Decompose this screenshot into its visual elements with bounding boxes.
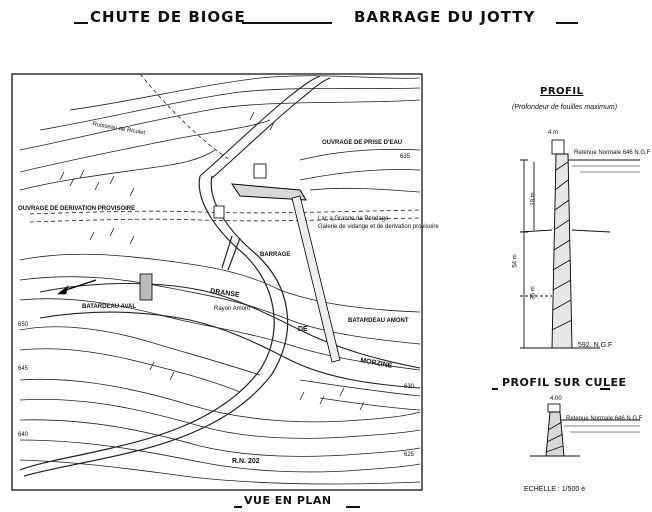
dam-body bbox=[231, 183, 307, 201]
contour-label: 650 bbox=[18, 322, 29, 328]
dashed-line bbox=[139, 73, 231, 161]
contour-line bbox=[19, 149, 216, 191]
header-right-title: BARRAGE DU JOTTY bbox=[354, 8, 536, 26]
contour-line bbox=[19, 326, 261, 376]
contour-line bbox=[19, 253, 421, 313]
culee-top: 4.00 bbox=[550, 396, 562, 402]
header-rule-right bbox=[556, 22, 578, 24]
scale-label: ECHELLE : 1/500 è bbox=[524, 486, 586, 493]
profil-retenue: Retenue Normale 646 N.G.F bbox=[574, 150, 651, 156]
label-vidange-1: Galerie de vidange et de derivation prov… bbox=[318, 224, 439, 230]
label-de: DE bbox=[298, 326, 308, 333]
batardeau-amont-shape bbox=[291, 195, 341, 363]
culee-section bbox=[545, 411, 565, 457]
culee-title: PROFIL SUR CULEE bbox=[502, 376, 627, 389]
view-title-rule-left bbox=[234, 506, 242, 508]
intake-structure bbox=[253, 163, 267, 179]
channel-line bbox=[221, 235, 233, 269]
road-line bbox=[23, 175, 289, 477]
view-title-rule-right bbox=[346, 506, 360, 508]
contour-line bbox=[19, 276, 421, 345]
header-rule-left bbox=[74, 22, 88, 24]
contour-line bbox=[19, 439, 421, 473]
diversion-structure bbox=[213, 205, 225, 219]
flow-arrow-head bbox=[56, 284, 69, 295]
contour-label: 625 bbox=[404, 452, 415, 458]
label-barrage: BARRAGE bbox=[260, 252, 291, 258]
contour-line bbox=[19, 99, 421, 151]
view-title: VUE EN PLAN bbox=[244, 494, 332, 507]
profil-hatch bbox=[551, 161, 573, 331]
label-vidange-2: Lac a Grande de Pendage bbox=[318, 216, 389, 222]
profil-top-width: 4 m bbox=[548, 130, 559, 136]
contour-line bbox=[19, 459, 421, 485]
contour-line bbox=[19, 348, 241, 393]
label-batardeau-amont: BATARDEAU AMONT bbox=[348, 318, 409, 324]
contour-line bbox=[69, 75, 421, 111]
culee-rule-left bbox=[492, 388, 498, 390]
label-route: R.N. 202 bbox=[232, 458, 260, 465]
tunnel-dashed bbox=[29, 209, 421, 215]
contour-label: 635 bbox=[400, 154, 411, 160]
label-prise-eau: OUVRAGE DE PRISE D'EAU bbox=[322, 140, 403, 146]
upper-road bbox=[199, 75, 321, 177]
profil-title: PROFIL bbox=[540, 86, 584, 97]
upper-road bbox=[211, 77, 331, 179]
culee-water-lines bbox=[564, 425, 640, 433]
river-bank-south bbox=[39, 311, 421, 389]
label-derivation: OUVRAGE DE DERIVATION PROVISOIRE bbox=[18, 206, 136, 212]
batardeau-aval-shape bbox=[139, 273, 153, 301]
profil-subtitle: (Profondeur de fouilles maximum) bbox=[512, 104, 618, 111]
contour-line bbox=[19, 399, 421, 439]
contour-line bbox=[309, 187, 421, 193]
contour-line bbox=[299, 148, 421, 161]
road-line bbox=[19, 175, 275, 471]
profil-base: 592. N.G.F bbox=[578, 342, 613, 349]
contour-label: 640 bbox=[18, 432, 29, 438]
plan-frame bbox=[11, 73, 423, 491]
culee-retenue: Retenue Normale 646 N.G.F bbox=[566, 416, 643, 422]
header-rule-mid bbox=[242, 22, 332, 24]
tunnel-dashed bbox=[29, 217, 421, 223]
culee-rule-right bbox=[600, 388, 610, 390]
culee-crest bbox=[547, 403, 561, 413]
culee-hatch bbox=[545, 421, 564, 453]
label-batardeau-aval: BATARDEAU AVAL bbox=[82, 304, 136, 310]
contour-label: 630 bbox=[404, 384, 415, 390]
contour-line bbox=[299, 379, 421, 397]
river-bank-north bbox=[39, 282, 421, 369]
contour-line bbox=[319, 397, 421, 411]
channel-line bbox=[227, 237, 241, 271]
contour-label: 645 bbox=[18, 366, 29, 372]
dimension-ticks bbox=[520, 159, 528, 349]
header-left-title: CHUTE DE BIOGE bbox=[90, 8, 246, 26]
contour-line bbox=[19, 378, 421, 423]
contour-line bbox=[19, 119, 271, 173]
vegetation-hatch bbox=[59, 111, 365, 411]
water-lines bbox=[572, 165, 640, 173]
contour-line bbox=[39, 87, 421, 131]
contour-line bbox=[19, 419, 421, 457]
contour-line bbox=[299, 169, 421, 181]
label-rayon: Rayon Amont bbox=[214, 306, 251, 312]
